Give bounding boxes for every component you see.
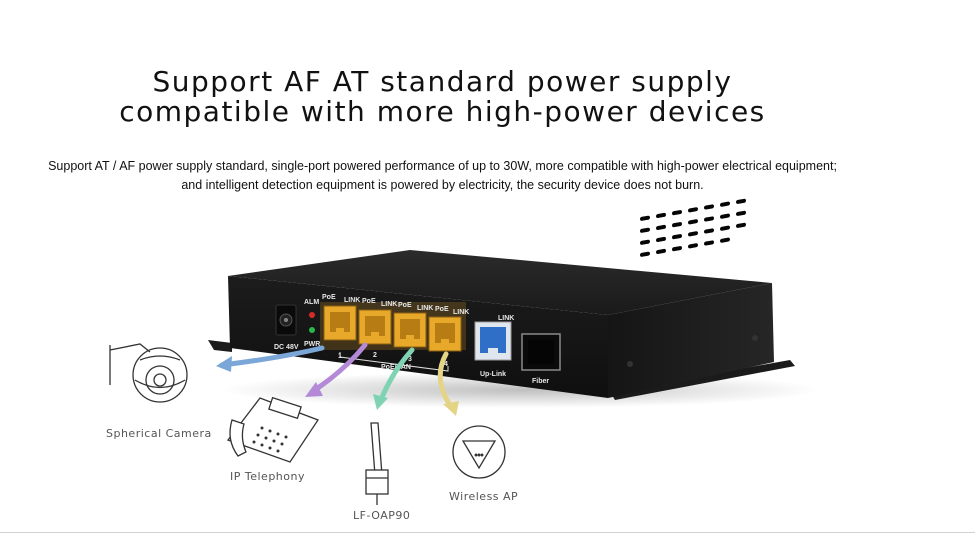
dc-power-jack: [275, 304, 297, 336]
poe-port-4[interactable]: [428, 316, 462, 352]
phone-icon: [226, 396, 319, 463]
uplink-label: Up-Link: [480, 371, 506, 378]
poe-label-1: PoE: [322, 294, 336, 301]
uplink-port[interactable]: [474, 321, 512, 361]
link-label-2: LINK: [381, 301, 397, 308]
bottom-divider: [0, 532, 975, 533]
poe-port-2[interactable]: [358, 309, 392, 345]
alm-label: ALM: [304, 299, 319, 306]
alm-led: [309, 312, 315, 318]
dc-label: DC 48V: [274, 344, 299, 351]
outdoor-ap-icon: [365, 422, 389, 505]
side-vents: [640, 198, 746, 257]
arrow-to-camera: [219, 345, 325, 368]
poe-label-2: PoE: [362, 298, 376, 305]
pwr-led: [309, 327, 315, 333]
wireless-ap-label: Wireless AP: [449, 490, 519, 503]
poe-port-group: [320, 302, 466, 352]
description-line-2: and intelligent detection equipment is p…: [181, 178, 704, 192]
link-label-3: LINK: [417, 305, 433, 312]
power-arrows: [216, 342, 459, 416]
fiber-label: Fiber: [532, 378, 549, 385]
headline-line-2: compatible with more high-power devices: [119, 95, 766, 128]
poe-label-3: PoE: [398, 302, 412, 309]
outdoor-ap-label: LF-OAP90: [353, 509, 411, 522]
poe-port-1[interactable]: [323, 305, 357, 341]
fiber-sfp-port[interactable]: [521, 333, 561, 371]
pwr-label: PWR: [304, 341, 320, 348]
poe-label-4: PoE: [435, 306, 449, 313]
phone-label: IP Telephony: [230, 470, 305, 483]
poe-port-3[interactable]: [393, 312, 427, 348]
port-number-1: 1: [338, 353, 342, 360]
port-number-2: 2: [373, 352, 377, 359]
camera-label: Spherical Camera: [106, 427, 212, 440]
switch-side: [608, 283, 774, 398]
link-label-4: LINK: [453, 309, 469, 316]
port-number-3: 3: [408, 356, 412, 363]
port-number-4: 4: [444, 361, 448, 368]
switch-top: [228, 250, 772, 315]
headline-line-1: Support AF AT standard power supply: [152, 65, 733, 98]
description-line-1: Support AT / AF power supply standard, s…: [48, 159, 837, 173]
uplink-link-label: LINK: [498, 315, 514, 322]
camera-icon: [109, 343, 188, 403]
link-label-1: LINK: [344, 297, 360, 304]
wireless-ap-icon: [452, 425, 506, 479]
poe-switch: DC 48V ALM PWR: [208, 198, 820, 408]
